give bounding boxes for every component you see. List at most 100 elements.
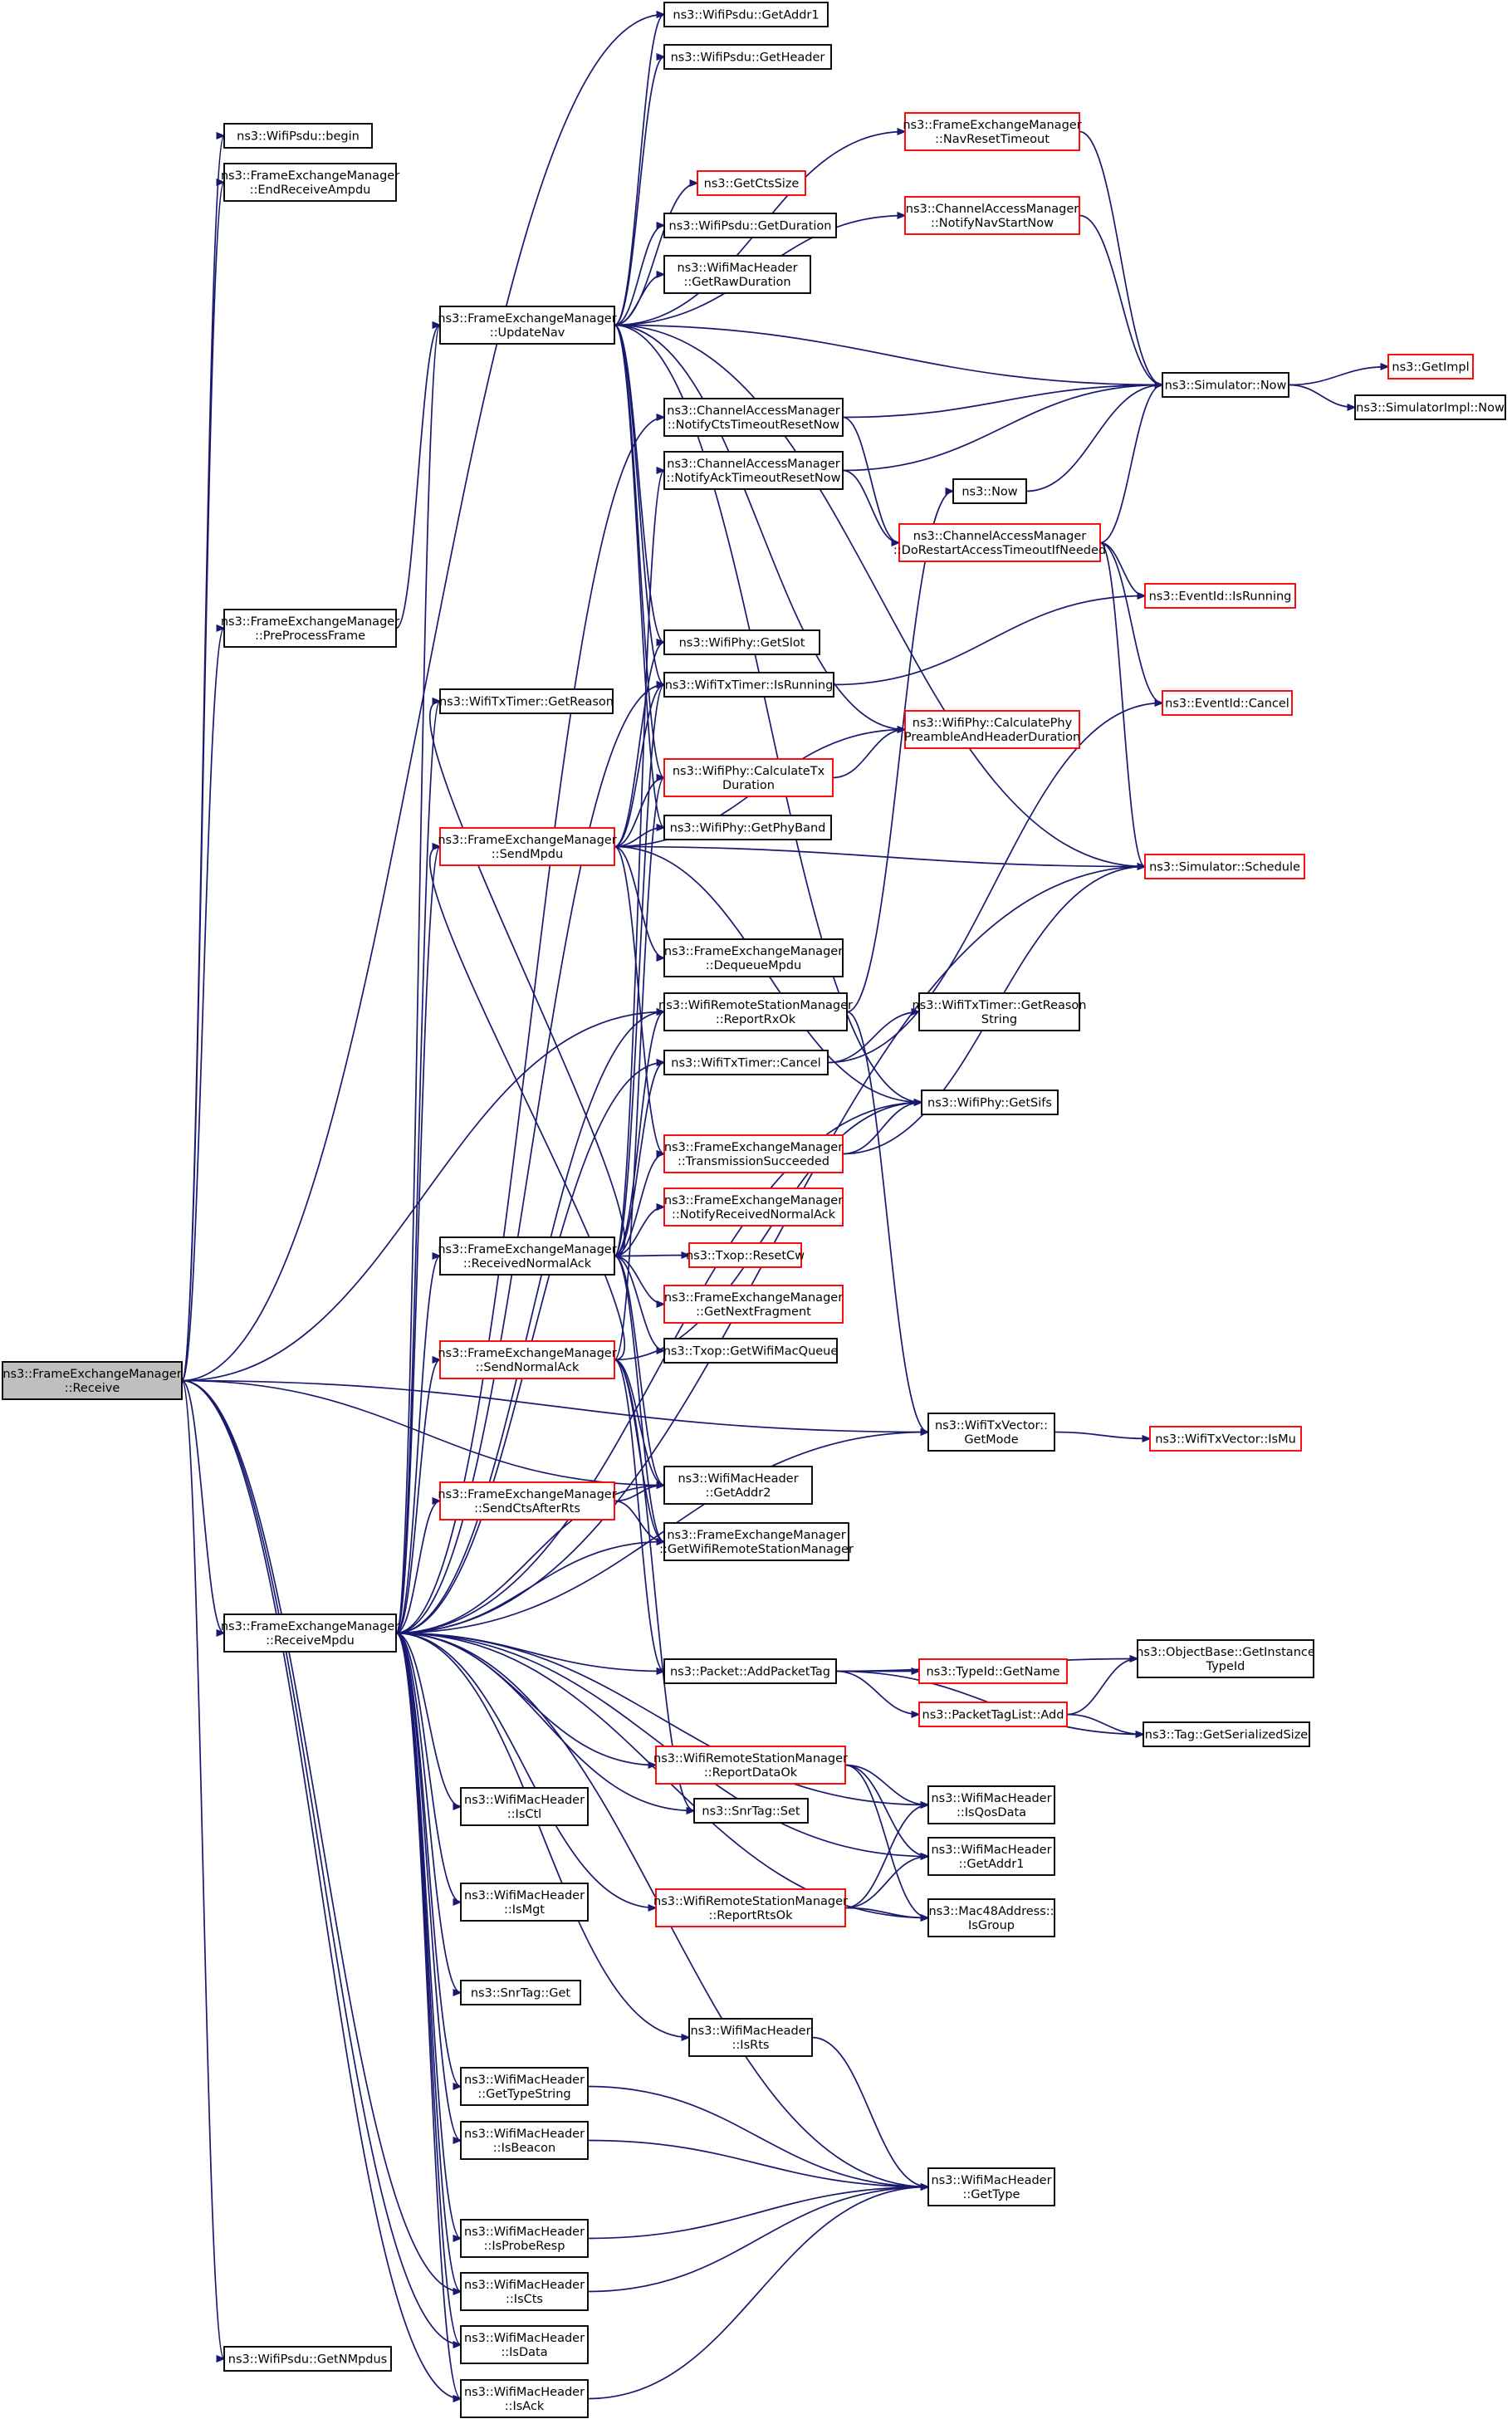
node-label: ::Receive	[65, 1382, 120, 1395]
node-box	[688, 1242, 802, 1268]
node-sendnormalack[interactable]: ns3::FrameExchangeManager::SendNormalAck	[438, 1340, 617, 1379]
node-sendmpdu[interactable]: ns3::FrameExchangeManager::SendMpdu	[438, 827, 617, 866]
node-recvnormalack[interactable]: ns3::FrameExchangeManager::ReceivedNorma…	[438, 1236, 617, 1276]
node-snrtagget[interactable]: ns3::SnrTag::Get	[460, 1980, 581, 2005]
node-timercancel[interactable]: ns3::WifiTxTimer::Cancel	[663, 1050, 829, 1075]
node-notifynavstart[interactable]: ns3::ChannelAccessManager::NotifyNavStar…	[904, 196, 1080, 235]
node-endrecvampdu[interactable]: ns3::FrameExchangeManager::EndReceiveAmp…	[221, 163, 399, 202]
node-simimplnow[interactable]: ns3::SimulatorImpl::Now	[1354, 394, 1506, 420]
call-edge-recvnormalack-to-reportrxok	[614, 1012, 664, 1257]
node-getaddr2[interactable]: ns3::WifiMacHeader::GetAddr2	[663, 1466, 813, 1505]
node-isctl[interactable]: ns3::WifiMacHeader::IsCtl	[460, 1787, 589, 1826]
node-box	[697, 170, 806, 196]
node-isbeacon[interactable]: ns3::WifiMacHeader::IsBeacon	[460, 2121, 589, 2160]
node-getmode[interactable]: ns3::WifiTxVector::GetMode	[927, 1413, 1055, 1452]
node-ismgt[interactable]: ns3::WifiMacHeader::IsMgt	[460, 1883, 589, 1922]
node-taggetsersize[interactable]: ns3::Tag::GetSerializedSize	[1143, 1721, 1310, 1747]
node-resetcw[interactable]: ns3::Txop::ResetCw	[686, 1242, 805, 1268]
node-getnextfrag[interactable]: ns3::FrameExchangeManager::GetNextFragme…	[663, 1285, 844, 1324]
node-box	[688, 2018, 813, 2057]
node-label: ::NotifyReceivedNormalAck	[672, 1208, 836, 1222]
node-notifyack[interactable]: ns3::ChannelAccessManager::NotifyAckTime…	[663, 451, 844, 490]
node-dorestart[interactable]: ns3::ChannelAccessManager::DoRestartAcce…	[893, 523, 1106, 562]
call-edge-receivempdu-to-updatenav	[395, 326, 440, 1634]
node-iscts[interactable]: ns3::WifiMacHeader::IsCts	[460, 2272, 589, 2311]
node-typeidgetname[interactable]: ns3::TypeId::GetName	[918, 1658, 1068, 1684]
node-label: ::IsQosData	[957, 1806, 1026, 1819]
node-eventcancel[interactable]: ns3::EventId::Cancel	[1162, 690, 1293, 716]
call-edge-sendnormalack-to-snrtagset	[614, 1359, 694, 1811]
node-isdata[interactable]: ns3::WifiMacHeader::IsData	[460, 2325, 589, 2364]
call-edge-reportdataok-to-isqosdata	[844, 1764, 928, 1805]
node-simnow[interactable]: ns3::Simulator::Now	[1162, 372, 1289, 398]
node-reportrxok[interactable]: ns3::WifiRemoteStationManager::ReportRxO…	[658, 992, 853, 1031]
node-isproberesp[interactable]: ns3::WifiMacHeader::IsProbeResp	[460, 2219, 589, 2258]
node-getimpl[interactable]: ns3::GetImpl	[1387, 354, 1474, 379]
node-schedule[interactable]: ns3::Simulator::Schedule	[1144, 854, 1305, 879]
node-psdugetduration[interactable]: ns3::WifiPsdu::GetDuration	[663, 213, 837, 238]
node-psdugetnmpdus[interactable]: ns3::WifiPsdu::GetNMpdus	[223, 2346, 392, 2372]
node-label: ns3::ChannelAccessManager	[906, 203, 1079, 216]
node-label: ns3::WifiMacHeader	[931, 2174, 1051, 2187]
node-gettype[interactable]: ns3::WifiMacHeader::GetType	[927, 2167, 1055, 2206]
node-label: ns3::WifiRemoteStationManager	[653, 1895, 848, 1908]
node-reportrtsok[interactable]: ns3::WifiRemoteStationManager::ReportRts…	[653, 1888, 848, 1927]
node-getctssize[interactable]: ns3::GetCtsSize	[697, 170, 806, 196]
node-getaddr1[interactable]: ns3::WifiMacHeader::GetAddr1	[927, 1837, 1055, 1876]
node-label: ::IsAck	[505, 2400, 545, 2413]
node-reportdataok[interactable]: ns3::WifiRemoteStationManager::ReportDat…	[653, 1746, 848, 1785]
node-label: ::GetRawDuration	[683, 276, 790, 289]
node-box	[439, 306, 615, 345]
node-getphyband[interactable]: ns3::WifiPhy::GetPhyBand	[663, 815, 832, 840]
node-gettypestring[interactable]: ns3::WifiMacHeader::GetTypeString	[460, 2067, 589, 2106]
node-psdubegin[interactable]: ns3::WifiPsdu::begin	[223, 123, 373, 149]
call-edge-receivempdu-to-timerisrunning	[395, 685, 664, 1634]
node-receive[interactable]: ns3::FrameExchangeManager::Receive	[2, 1361, 183, 1400]
node-receivempdu[interactable]: ns3::FrameExchangeManager::ReceiveMpdu	[221, 1613, 399, 1653]
node-notifycts[interactable]: ns3::ChannelAccessManager::NotifyCtsTime…	[663, 398, 844, 437]
node-label: ns3::FrameExchangeManager	[438, 1243, 616, 1256]
node-getrawduration[interactable]: ns3::WifiMacHeader::GetRawDuration	[663, 255, 811, 294]
node-getrsm[interactable]: ns3::FrameExchangeManager::GetWifiRemote…	[659, 1522, 854, 1561]
node-preprocess[interactable]: ns3::FrameExchangeManager::PreProcessFra…	[221, 609, 399, 648]
node-getsifs[interactable]: ns3::WifiPhy::GetSifs	[921, 1090, 1059, 1115]
node-label: ns3::SnrTag::Get	[471, 1987, 571, 2000]
node-box	[460, 2121, 589, 2160]
node-label: ::EndReceiveAmpdu	[250, 184, 371, 197]
node-eventisrunning[interactable]: ns3::EventId::IsRunning	[1144, 583, 1296, 609]
node-isgroup[interactable]: ns3::Mac48Address::IsGroup	[927, 1898, 1055, 1937]
node-txsucceeded[interactable]: ns3::FrameExchangeManager::TransmissionS…	[663, 1134, 844, 1173]
node-box	[918, 1658, 1068, 1684]
call-edge-dorestart-to-simnow	[1099, 385, 1162, 544]
node-snrtagset[interactable]: ns3::SnrTag::Set	[693, 1798, 809, 1824]
node-isrts[interactable]: ns3::WifiMacHeader::IsRts	[688, 2018, 813, 2057]
node-timergetreason[interactable]: ns3::WifiTxTimer::GetReason	[439, 688, 614, 714]
node-box	[927, 1898, 1055, 1937]
node-notifyrecvack[interactable]: ns3::FrameExchangeManager::NotifyReceive…	[663, 1187, 844, 1227]
node-psdugetheader[interactable]: ns3::WifiPsdu::GetHeader	[663, 44, 832, 70]
call-edge-sendmpdu-to-txsucceeded	[614, 845, 664, 1154]
node-label: ns3::WifiPsdu::GetDuration	[669, 220, 832, 233]
node-isack[interactable]: ns3::WifiMacHeader::IsAck	[460, 2379, 589, 2418]
call-edge-receivempdu-to-isqosdata	[395, 1632, 928, 1805]
node-psdugetaddr1[interactable]: ns3::WifiPsdu::GetAddr1	[663, 2, 829, 27]
node-ismu[interactable]: ns3::WifiTxVector::IsMu	[1149, 1426, 1302, 1452]
node-box	[927, 2167, 1055, 2206]
node-navreset[interactable]: ns3::FrameExchangeManager::NavResetTimeo…	[903, 112, 1082, 151]
call-edge-receivempdu-to-recvnormalack	[395, 1256, 441, 1634]
node-sendctsafterrts[interactable]: ns3::FrameExchangeManager::SendCtsAfterR…	[438, 1481, 617, 1520]
node-ptladd[interactable]: ns3::PacketTagList::Add	[918, 1702, 1068, 1727]
node-getslot[interactable]: ns3::WifiPhy::GetSlot	[663, 629, 820, 655]
node-now[interactable]: ns3::Now	[952, 478, 1027, 504]
node-box	[663, 1134, 844, 1173]
node-calcpreamble[interactable]: ns3::WifiPhy::CalculatePhyPreambleAndHea…	[904, 710, 1080, 749]
node-updatenav[interactable]: ns3::FrameExchangeManager::UpdateNav	[438, 306, 617, 345]
node-timerisrunning[interactable]: ns3::WifiTxTimer::IsRunning	[663, 672, 834, 698]
node-addpackettag[interactable]: ns3::Packet::AddPacketTag	[663, 1658, 837, 1684]
node-dequeuempdu[interactable]: ns3::FrameExchangeManager::DequeueMpdu	[663, 938, 844, 977]
node-getwifimacqueue[interactable]: ns3::Txop::GetWifiMacQueue	[663, 1338, 839, 1364]
node-isqosdata[interactable]: ns3::WifiMacHeader::IsQosData	[927, 1785, 1055, 1824]
